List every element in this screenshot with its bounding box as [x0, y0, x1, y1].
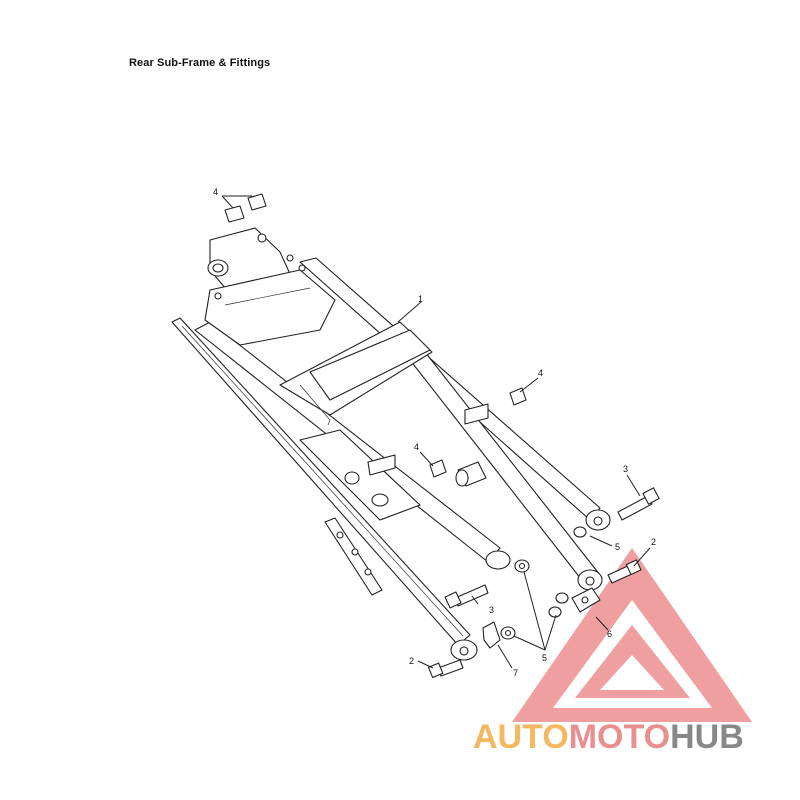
- leader-lines: [221, 195, 651, 669]
- callout-5-bottom: 5: [542, 653, 547, 663]
- callout-7: 7: [513, 668, 518, 678]
- watermark-part1: AUTOMOTO: [473, 718, 670, 756]
- callout-3-right: 3: [623, 464, 628, 474]
- callout-3-left: 3: [489, 605, 494, 615]
- bolt-3-left: [444, 584, 489, 609]
- callout-2-left: 2: [409, 656, 414, 666]
- bolt-2-left: [427, 659, 464, 678]
- clip-nut-4c: [429, 459, 447, 478]
- watermark-auto: AUTO: [473, 718, 569, 756]
- watermark-part2: HUB: [670, 718, 744, 756]
- callout-1: 1: [418, 294, 423, 304]
- bolt-3-right: [617, 487, 660, 521]
- watermark-text: AUTOMOTOHUB: [473, 718, 744, 756]
- callout-4-middle: 4: [414, 442, 419, 452]
- nuts-5: [500, 526, 587, 640]
- bolt-2-right: [607, 559, 642, 584]
- callout-4-top: 4: [213, 187, 218, 197]
- callout-2-right: 2: [651, 537, 656, 547]
- callout-6: 6: [607, 629, 612, 639]
- watermark-logo-icon: [512, 548, 752, 722]
- callout-5-top: 5: [615, 542, 620, 552]
- bracket-7: [482, 621, 501, 649]
- clip-nut-4a: [224, 193, 267, 223]
- page-title: Rear Sub-Frame & Fittings: [129, 57, 271, 69]
- bracket-6: [571, 587, 601, 613]
- rear-subframe: [171, 227, 611, 661]
- callout-4-right: 4: [538, 368, 543, 378]
- watermark-moto: MOTO: [569, 718, 670, 756]
- clip-nut-4b: [509, 387, 527, 406]
